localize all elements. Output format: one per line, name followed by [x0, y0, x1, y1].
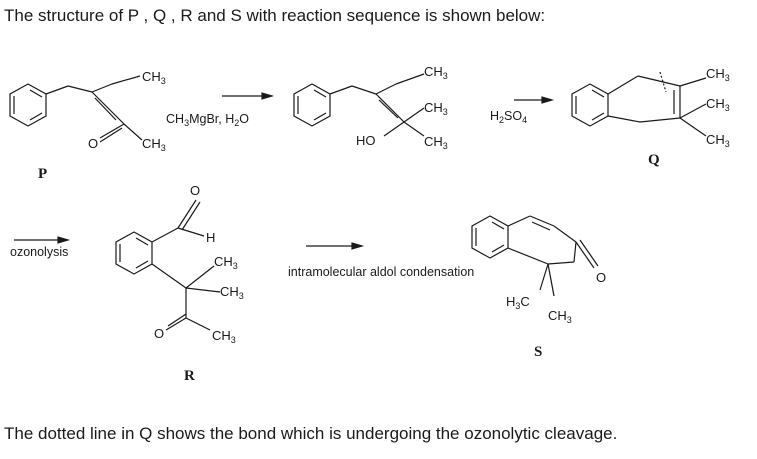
arrow-step1	[222, 92, 275, 100]
label-q: Q	[648, 152, 660, 168]
int-hydroxyl: HO	[356, 133, 376, 148]
label-p: P	[38, 166, 47, 182]
label-r: R	[184, 368, 195, 384]
outro-text: The dotted line in Q shows the bond whic…	[4, 424, 618, 443]
alcohol-intermediate-structure	[293, 73, 425, 137]
int-ch3-bottom: CH3	[424, 134, 448, 151]
p-ch3-bottom: CH3	[142, 136, 166, 153]
r-ch3-upper: CH3	[214, 254, 238, 271]
compound-r-structure	[115, 199, 221, 331]
reagent-step2: H2SO4	[490, 109, 527, 125]
label-s: S	[534, 344, 542, 360]
arrow-step2	[514, 96, 555, 104]
q-ch3-mid: CH3	[706, 96, 730, 113]
s-carbonyl-o: O	[596, 270, 606, 285]
s-h3c: H3C	[506, 294, 530, 311]
arrow-step3	[14, 236, 71, 244]
arrow-step4	[306, 242, 365, 250]
reagent-step4: intramolecular aldol condensation	[288, 265, 474, 279]
reagent-step3: ozonolysis	[10, 245, 68, 259]
r-aldehyde-h: H	[206, 230, 215, 245]
int-ch3-mid: CH3	[424, 100, 448, 117]
p-carbonyl-o: O	[88, 136, 98, 151]
r-ch3-lower: CH3	[220, 284, 244, 301]
compound-s-structure	[471, 215, 599, 297]
compound-q-structure	[571, 71, 707, 137]
int-ch3-top: CH3	[424, 64, 448, 81]
reagent-step1: CH3MgBr, H2O	[166, 112, 249, 128]
r-aldehyde-o: O	[190, 183, 200, 198]
s-ch3: CH3	[548, 308, 572, 325]
p-ch3-top: CH3	[142, 69, 166, 86]
r-ketone-o: O	[154, 326, 164, 341]
intro-text: The structure of P , Q , R and S with re…	[4, 6, 546, 25]
r-ch3-ketone: CH3	[212, 328, 236, 345]
q-ch3-bottom: CH3	[706, 132, 730, 149]
q-ch3-top: CH3	[706, 66, 730, 83]
compound-p-structure	[9, 75, 143, 143]
